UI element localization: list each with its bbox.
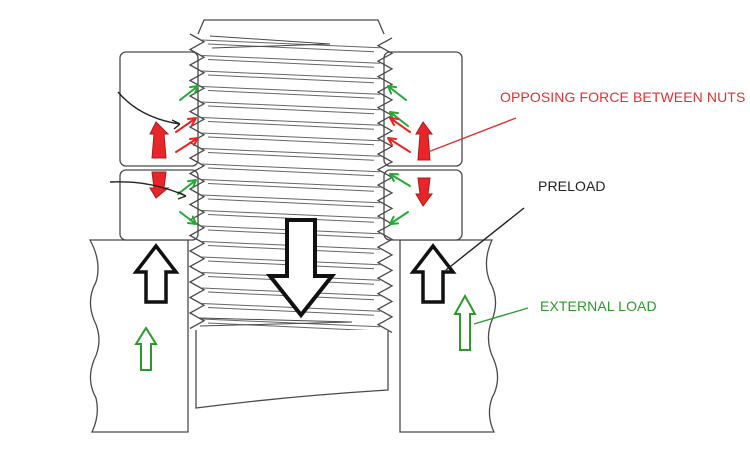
external-load-label: EXTERNAL LOAD (540, 298, 657, 314)
opposing-arrow-lower-right (415, 177, 433, 207)
contact-arrow (179, 211, 197, 225)
thread-line (207, 322, 375, 332)
bolt-top-thread-start (209, 35, 331, 49)
thread-line (201, 55, 381, 64)
thread-line (207, 43, 375, 53)
contact-arrow (389, 211, 409, 225)
contact-arrow (177, 179, 197, 195)
upper-nut-right (383, 51, 463, 167)
upper-nut-left (119, 51, 199, 167)
opposing-arrow-upper-right (415, 121, 433, 161)
opposing-arrow-upper-left (149, 121, 170, 159)
thread-line (207, 90, 375, 99)
contact-arrow (389, 173, 411, 187)
preload-arrow-right (409, 243, 457, 304)
thread-line (201, 132, 381, 142)
contact-arrow (387, 85, 407, 101)
label-leader-lines (427, 117, 529, 325)
thread-contact-arrows-red (175, 117, 411, 153)
thread-line (201, 179, 381, 188)
bolt-shank-thread-runout (199, 317, 353, 327)
thread-line (201, 318, 381, 328)
bolt-lower-shank (195, 330, 389, 409)
preload-arrow-left (132, 243, 180, 304)
thread-line (201, 70, 381, 80)
hex-nuts (119, 51, 463, 241)
thread-line (201, 303, 381, 312)
bolt (188, 19, 394, 409)
thread-line (201, 117, 381, 126)
thread-line (207, 74, 375, 84)
external-leader (473, 307, 529, 325)
lower-nut-left (119, 169, 199, 241)
left-pointer-arrows (109, 91, 187, 200)
thread-line (201, 210, 381, 219)
thread-line (201, 194, 381, 204)
thread-line (207, 167, 375, 177)
thread-line (207, 152, 375, 161)
opposing-arrow-lower-left (149, 171, 170, 199)
thread-line (201, 148, 381, 157)
opposing-force-label: OPPOSING FORCE BETWEEN NUTS (500, 89, 746, 105)
thread-line (207, 136, 375, 146)
thread-line (207, 59, 375, 68)
external-arrow-left (134, 326, 158, 371)
thread-contact-arrows-green (177, 85, 411, 225)
thread-line (201, 101, 381, 111)
thread-line (207, 121, 375, 130)
thread-line (201, 39, 381, 49)
thread-line (207, 307, 375, 316)
contact-arrow (179, 85, 199, 101)
thread-line (207, 198, 375, 208)
thread-line (207, 183, 375, 192)
thread-line (201, 86, 381, 95)
preload-arrows (132, 243, 457, 304)
thread-line (207, 105, 375, 115)
opposing-leader (427, 117, 517, 153)
bolt-top-chamfer (197, 19, 385, 35)
preload-label: PRELOAD (538, 178, 606, 194)
external-arrow-right (453, 293, 477, 351)
opposing-force-arrows (149, 121, 433, 207)
external-load-arrows (134, 293, 477, 371)
preload-leader (445, 207, 525, 271)
thread-line (201, 163, 381, 173)
bolt-left-thread-profile (188, 33, 206, 330)
downward-load-arrow (265, 218, 337, 319)
